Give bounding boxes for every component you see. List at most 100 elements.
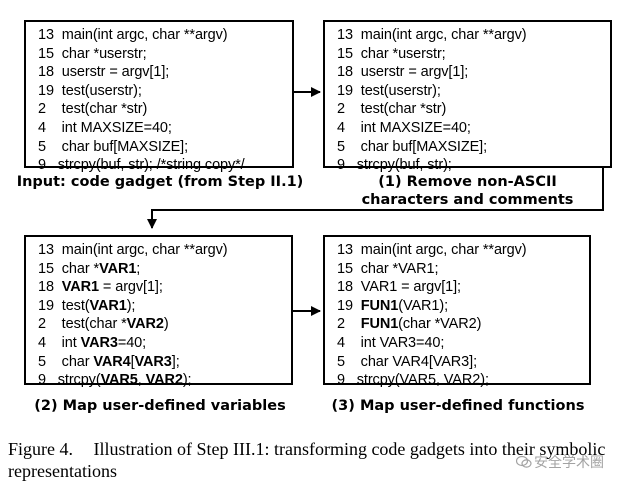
step3-code-box: 13 main(int argc, char **argv) 15 char *V… [323,235,591,388]
code-text: =40; [117,334,147,351]
code-text: 13 main(int argc, char **argv) [38,27,228,43]
symbolic-token: VAR1 [99,260,137,277]
step2-code-lines: 13 main(int argc, char **argv)15 char *V… [38,241,285,390]
code-text: ]; [171,353,180,370]
code-text: 9 strcpy(VAR5, VAR2); [337,372,489,389]
code-text: , [137,372,146,389]
code-line: 15 char *userstr; [38,45,286,64]
code-text: 2 test(char *str) [38,101,148,118]
code-text: 5 char [38,353,94,370]
arrow-step1-to-step2 [147,167,604,229]
code-line: 13 main(int argc, char **argv) [38,241,285,260]
code-text: = argv[1]; [99,279,163,296]
code-line: 4 int MAXSIZE=40; [337,119,604,138]
code-text: 5 char VAR4[VAR3]; [337,353,478,370]
step1-caption-line1: (1) Remove non-ASCII [378,174,557,190]
input-code-box: 13 main(int argc, char **argv) 15 char *u… [24,20,294,173]
code-line: 19 FUN1(VAR1); [337,297,583,316]
code-text: 19 [337,297,361,314]
code-text: 15 char * [38,260,100,277]
code-line: 4 int VAR3=40; [337,334,583,353]
code-line: 5 char buf[MAXSIZE]; [38,138,286,157]
watermark-text: 安全学术圈 [534,455,604,471]
code-line: 13 main(int argc, char **argv) [337,26,604,45]
code-text: 18 [38,279,62,296]
code-line: 18 VAR1 = argv[1]; [337,278,583,297]
figure-caption-text: Illustration of Step III.1: transforming… [8,439,606,481]
code-line: 4 int MAXSIZE=40; [38,119,286,138]
code-line: 19 test(userstr); [38,82,286,101]
code-text: 13 main(int argc, char **argv) [337,242,527,258]
watermark: 安全学术圈 [516,452,604,472]
input-caption: Input: code gadget (from Step II.1) [16,174,304,190]
code-text: 19 test(userstr); [38,82,142,99]
step2-code-box: 13 main(int argc, char **argv)15 char *V… [24,235,293,388]
step1-code-lines: 13 main(int argc, char **argv) 15 char *u… [337,26,604,175]
code-text: (char *VAR2) [398,316,482,333]
code-text: 9 strcpy( [38,372,101,389]
code-line: 2 FUN1(char *VAR2) [337,315,583,334]
step2-caption: (2) Map user-defined variables [34,398,286,414]
symbolic-token: VAR1 [61,279,99,296]
code-line: 13 main(int argc, char **argv) [38,26,286,45]
code-text: ; [136,260,141,277]
code-line: 5 char VAR4[VAR3]; [38,353,285,372]
step1-caption-line2: characters and comments [361,192,574,208]
code-text: 15 char *VAR1; [337,260,439,277]
symbolic-token: FUN1 [360,297,399,314]
symbolic-token: VAR3 [80,334,118,351]
code-text: 4 int [38,334,81,351]
code-line: 2 test(char *VAR2) [38,315,285,334]
code-text: 2 test(char * [38,316,127,333]
code-text: 5 char buf[MAXSIZE]; [337,138,488,155]
symbolic-token: VAR1 [89,297,127,314]
code-line: 4 int VAR3=40; [38,334,285,353]
code-text: 5 char buf[MAXSIZE]; [38,138,189,155]
symbolic-token: VAR2 [126,316,164,333]
symbolic-token: FUN1 [360,316,399,333]
code-text: (VAR1); [398,297,449,314]
code-text: 4 int VAR3=40; [337,334,445,351]
code-text: 13 main(int argc, char **argv) [38,242,228,258]
input-code-lines: 13 main(int argc, char **argv) 15 char *u… [38,26,286,175]
code-line: 19 test(userstr); [337,82,604,101]
symbolic-token: VAR3 [134,353,172,370]
code-text: 15 char *userstr; [38,45,147,62]
code-line: 18 VAR1 = argv[1]; [38,278,285,297]
code-line: 15 char *userstr; [337,45,604,64]
symbolic-token: VAR5 [100,372,138,389]
symbolic-token: VAR2 [145,372,183,389]
code-line: 9 strcpy(VAR5, VAR2); [38,371,285,390]
code-text: 18 VAR1 = argv[1]; [337,279,461,296]
code-line: 2 test(char *str) [38,100,286,119]
code-text: 2 test(char *str) [337,101,447,118]
code-text: 9 strcpy(buf, str); [337,157,452,174]
code-text: ); [126,297,136,314]
code-text: 2 [337,316,361,333]
code-text: 9 strcpy(buf, str); /*string copy*/ [38,157,245,174]
code-line: 5 char buf[MAXSIZE]; [337,138,604,157]
code-text: 15 char *userstr; [337,45,446,62]
code-text: [ [130,353,135,370]
step3-caption: (3) Map user-defined functions [331,398,585,414]
code-text: 4 int MAXSIZE=40; [38,119,172,136]
code-line: 18 userstr = argv[1]; [38,63,286,82]
code-text: 13 main(int argc, char **argv) [337,27,527,43]
symbolic-token: VAR4 [93,353,131,370]
code-text: ) [163,316,169,333]
step3-code-lines: 13 main(int argc, char **argv) 15 char *V… [337,241,583,390]
code-line: 13 main(int argc, char **argv) [337,241,583,260]
wechat-icon [516,455,532,468]
code-text: 18 userstr = argv[1]; [337,64,469,81]
code-line: 2 test(char *str) [337,100,604,119]
code-text: 18 userstr = argv[1]; [38,64,170,81]
code-line: 9 strcpy(VAR5, VAR2); [337,371,583,390]
code-line: 5 char VAR4[VAR3]; [337,353,583,372]
code-text: ); [182,372,192,389]
code-text: 19 test(userstr); [337,82,441,99]
figure-caption-label: Figure 4. [8,439,73,459]
code-text: 4 int MAXSIZE=40; [337,119,471,136]
code-line: 9 strcpy(buf, str); [337,156,604,175]
code-line: 18 userstr = argv[1]; [337,63,604,82]
code-line: 15 char *VAR1; [337,260,583,279]
